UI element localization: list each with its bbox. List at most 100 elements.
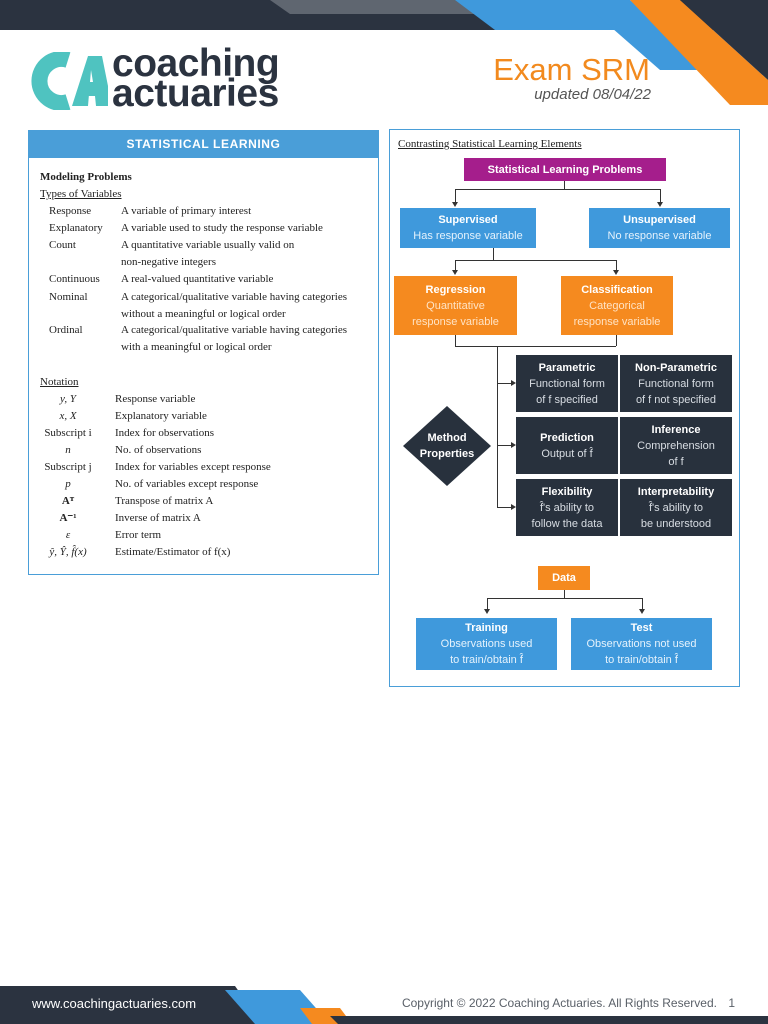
logo-line-1: coaching (112, 42, 280, 85)
statistical-learning-panel: STATISTICAL LEARNING Modeling Problems T… (28, 130, 379, 575)
updated-date: updated 08/04/22 (534, 86, 651, 103)
connector (455, 346, 616, 347)
unsupervised-box: Unsupervised No response variable (589, 208, 730, 248)
connector (455, 189, 456, 202)
modeling-problems-heading: Modeling Problems (40, 171, 132, 183)
box-subtitle: No response variable (607, 230, 712, 242)
arrow-icon (452, 270, 458, 275)
flexibility-box: Flexibility f̂'s ability to follow the d… (516, 479, 618, 536)
connector (497, 346, 498, 507)
variable-def: A categorical/qualitative variable havin… (121, 291, 348, 303)
connector (497, 507, 511, 508)
connector (497, 383, 511, 384)
diamond-line: Properties (419, 448, 475, 460)
variable-term: Explanatory (49, 222, 103, 234)
header-corner-graphic (580, 0, 768, 105)
box-subtitle: response variable (412, 315, 499, 328)
box-title: Interpretability (637, 485, 715, 498)
box-subtitle: be understood (640, 517, 712, 530)
copyright-text: Copyright © 2022 Coaching Actuaries. All… (401, 996, 717, 1010)
statistical-learning-problems-box: Statistical Learning Problems (464, 158, 666, 181)
connector (642, 598, 643, 609)
variable-term: Continuous (49, 273, 100, 285)
box-subtitle: f̂'s ability to (648, 501, 704, 514)
arrow-icon (484, 609, 490, 614)
panel-title: STATISTICAL LEARNING (29, 131, 378, 158)
connector (616, 260, 617, 271)
box-subtitle: to train/obtain f̂ (450, 654, 523, 666)
box-subtitle: f̂'s ability to (539, 501, 595, 514)
connector (493, 248, 494, 260)
box-title: Test (630, 622, 653, 634)
box-subtitle: response variable (573, 315, 661, 328)
variable-def: A real-valued quantitative variable (121, 273, 274, 285)
connector (564, 181, 565, 189)
variable-def: A categorical/qualitative variable havin… (121, 324, 348, 336)
connector (455, 260, 616, 261)
variable-def: with a meaningful or logical order (121, 341, 272, 353)
notation-heading: Notation (40, 376, 79, 388)
notation-def: Inverse of matrix A (115, 512, 201, 524)
box-title: Non-Parametric (635, 361, 717, 374)
box-subtitle: Observations not used (586, 638, 697, 650)
method-properties-diamond (403, 406, 491, 486)
notation-def: Index for observations (115, 427, 214, 439)
method-properties-label: Method Properties (403, 426, 491, 466)
parametric-box: Parametric Functional form of f specifie… (516, 355, 618, 412)
variable-def: A variable of primary interest (121, 205, 252, 217)
box-subtitle: Has response variable (413, 230, 523, 242)
footer-copyright: Copyright © 2022 Coaching Actuaries. All… (402, 996, 735, 1010)
notation-def: Response variable (115, 393, 196, 405)
interpretability-box: Interpretability f̂'s ability to be unde… (620, 479, 732, 536)
arrow-icon (639, 609, 645, 614)
connector (497, 445, 511, 446)
training-box: Training Observations used to train/obta… (416, 618, 557, 670)
notation-symbol: ε (65, 529, 71, 541)
arrow-icon (511, 380, 516, 386)
box-title: Supervised (438, 214, 498, 226)
connector (455, 260, 456, 271)
supervised-box: Supervised Has response variable (400, 208, 536, 248)
footer-url-link[interactable]: www.coachingactuaries.com (32, 996, 197, 1011)
box-title: Parametric (538, 361, 596, 374)
box-subtitle: Functional form (529, 377, 605, 390)
box-subtitle: Quantitative (426, 299, 485, 312)
box-subtitle: to train/obtain f̂ (605, 654, 678, 666)
box-title: Training (465, 622, 508, 634)
box-subtitle: follow the data (531, 517, 603, 530)
variable-term: Count (49, 239, 76, 251)
variable-term: Response (49, 205, 92, 217)
diamond-line: Method (427, 432, 467, 444)
box-subtitle: Categorical (589, 299, 645, 312)
variable-def: non-negative integers (121, 256, 216, 268)
types-of-variables-heading: Types of Variables (40, 188, 122, 200)
connector (487, 598, 488, 609)
notation-symbol: Subscript j (44, 461, 92, 473)
variable-term: Nominal (49, 291, 88, 303)
data-box: Data (538, 566, 590, 590)
box-title: Classification (581, 283, 653, 296)
notation-def: Error term (115, 529, 162, 541)
box-title: Flexibility (541, 485, 593, 498)
arrow-icon (511, 504, 516, 510)
connector (660, 189, 661, 202)
page-number: 1 (728, 996, 735, 1010)
arrow-icon (613, 270, 619, 275)
logo-mark-icon (31, 51, 112, 111)
connector (564, 590, 565, 598)
variable-def: A variable used to study the response va… (121, 222, 323, 234)
contrasting-elements-panel: Contrasting Statistical Learning Element… (389, 129, 740, 687)
prediction-box: Prediction Output of f̂ (516, 417, 618, 474)
box-subtitle: of f (668, 455, 684, 468)
notation-symbol: Aᵀ (61, 495, 75, 507)
variable-def: without a meaningful or logical order (121, 308, 286, 320)
box-title: Inference (651, 423, 701, 436)
notation-symbol: x, X (59, 410, 77, 422)
notation-symbol: Subscript i (44, 427, 92, 439)
notation-def: No. of variables except response (115, 478, 259, 490)
connector (616, 335, 617, 346)
notation-def: Explanatory variable (115, 410, 207, 422)
notation-def: Index for variables except response (115, 461, 271, 473)
test-box: Test Observations not used to train/obta… (571, 618, 712, 670)
diagram-title: Contrasting Statistical Learning Element… (398, 138, 582, 150)
